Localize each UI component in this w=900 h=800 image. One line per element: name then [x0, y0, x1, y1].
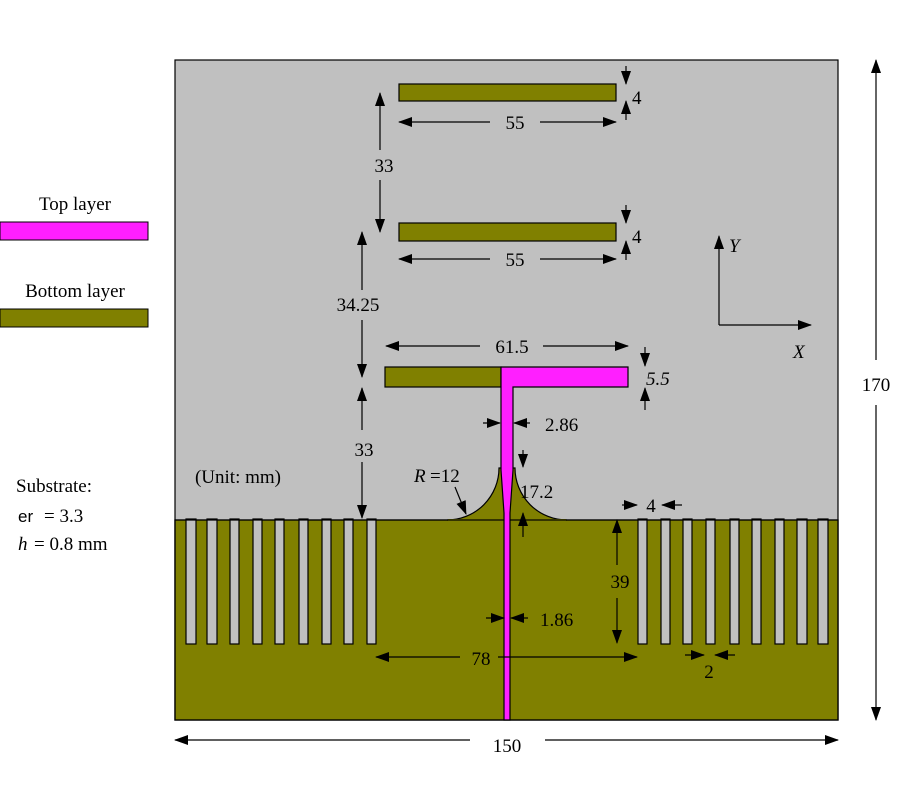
- slot: [343, 518, 354, 645]
- dim-slot-pitch: 4: [646, 496, 656, 517]
- slot: [682, 518, 693, 645]
- feed-line-and-top-arm: [500, 366, 629, 721]
- parasitic-strip-1: [398, 83, 617, 102]
- slot: [298, 518, 309, 645]
- dim-slot-length: 39: [611, 572, 630, 593]
- dim-strip1-length: 55: [506, 113, 525, 134]
- legend-bottom-layer-swatch: [0, 308, 149, 328]
- slot: [774, 518, 785, 645]
- unit-note: (Unit: mm): [195, 467, 281, 488]
- slot: [185, 518, 197, 645]
- dim-radius-label: R: [413, 466, 426, 487]
- slot: [229, 518, 240, 645]
- legend-top-layer-label: Top layer: [39, 194, 112, 215]
- dim-strip1-width: 4: [632, 88, 642, 109]
- dim-t-width: 5.5: [646, 369, 670, 390]
- dim-board-width: 150: [493, 736, 522, 757]
- slot: [321, 518, 332, 645]
- dim-strip2-width: 4: [632, 227, 642, 248]
- left-slots: [185, 518, 377, 645]
- dipole-bottom-arm: [384, 366, 502, 388]
- y-axis-label: Y: [729, 236, 742, 257]
- substrate-er-label: er: [18, 507, 33, 526]
- dim-strip-gap: 33: [375, 156, 394, 177]
- substrate-h-label: h: [18, 534, 28, 555]
- slot: [206, 518, 218, 645]
- dim-feed-upper-width: 2.86: [545, 415, 578, 436]
- legend-bottom-layer-label: Bottom layer: [25, 281, 125, 302]
- right-slots: [637, 518, 829, 645]
- legend-top-layer-swatch: [0, 221, 149, 241]
- dim-strip2-length: 55: [506, 250, 525, 271]
- slot: [252, 518, 263, 645]
- dimension-annotations: 4 55 33 4 55 34.25 61.5 5.5 2.86 17.2 R …: [174, 59, 891, 757]
- x-axis-label: X: [792, 342, 806, 363]
- slot: [660, 518, 671, 645]
- dim-slot-width: 2: [704, 662, 714, 683]
- parasitic-strip-2: [398, 222, 617, 242]
- dim-t-to-ground: 33: [355, 440, 374, 461]
- dim-feed-lower-width: 1.86: [540, 610, 573, 631]
- slot: [366, 518, 377, 645]
- dim-t-length: 61.5: [495, 337, 528, 358]
- slot: [817, 518, 829, 645]
- slot: [796, 518, 808, 645]
- dim-strip2-to-t: 34.25: [337, 295, 380, 316]
- dim-taper-length: 17.2: [520, 482, 553, 503]
- slot: [637, 518, 648, 645]
- slot: [705, 518, 716, 645]
- dim-radius-value: =12: [430, 466, 460, 487]
- slot: [274, 518, 285, 645]
- substrate-h-value: = 0.8 mm: [34, 534, 108, 555]
- slot: [729, 518, 740, 645]
- slot: [751, 518, 762, 645]
- dim-board-height: 170: [862, 375, 891, 396]
- coordinate-axes: Y X: [714, 235, 812, 363]
- substrate-title: Substrate:: [16, 476, 92, 497]
- dim-center-width: 78: [472, 649, 491, 670]
- substrate-er-value: = 3.3: [44, 506, 83, 527]
